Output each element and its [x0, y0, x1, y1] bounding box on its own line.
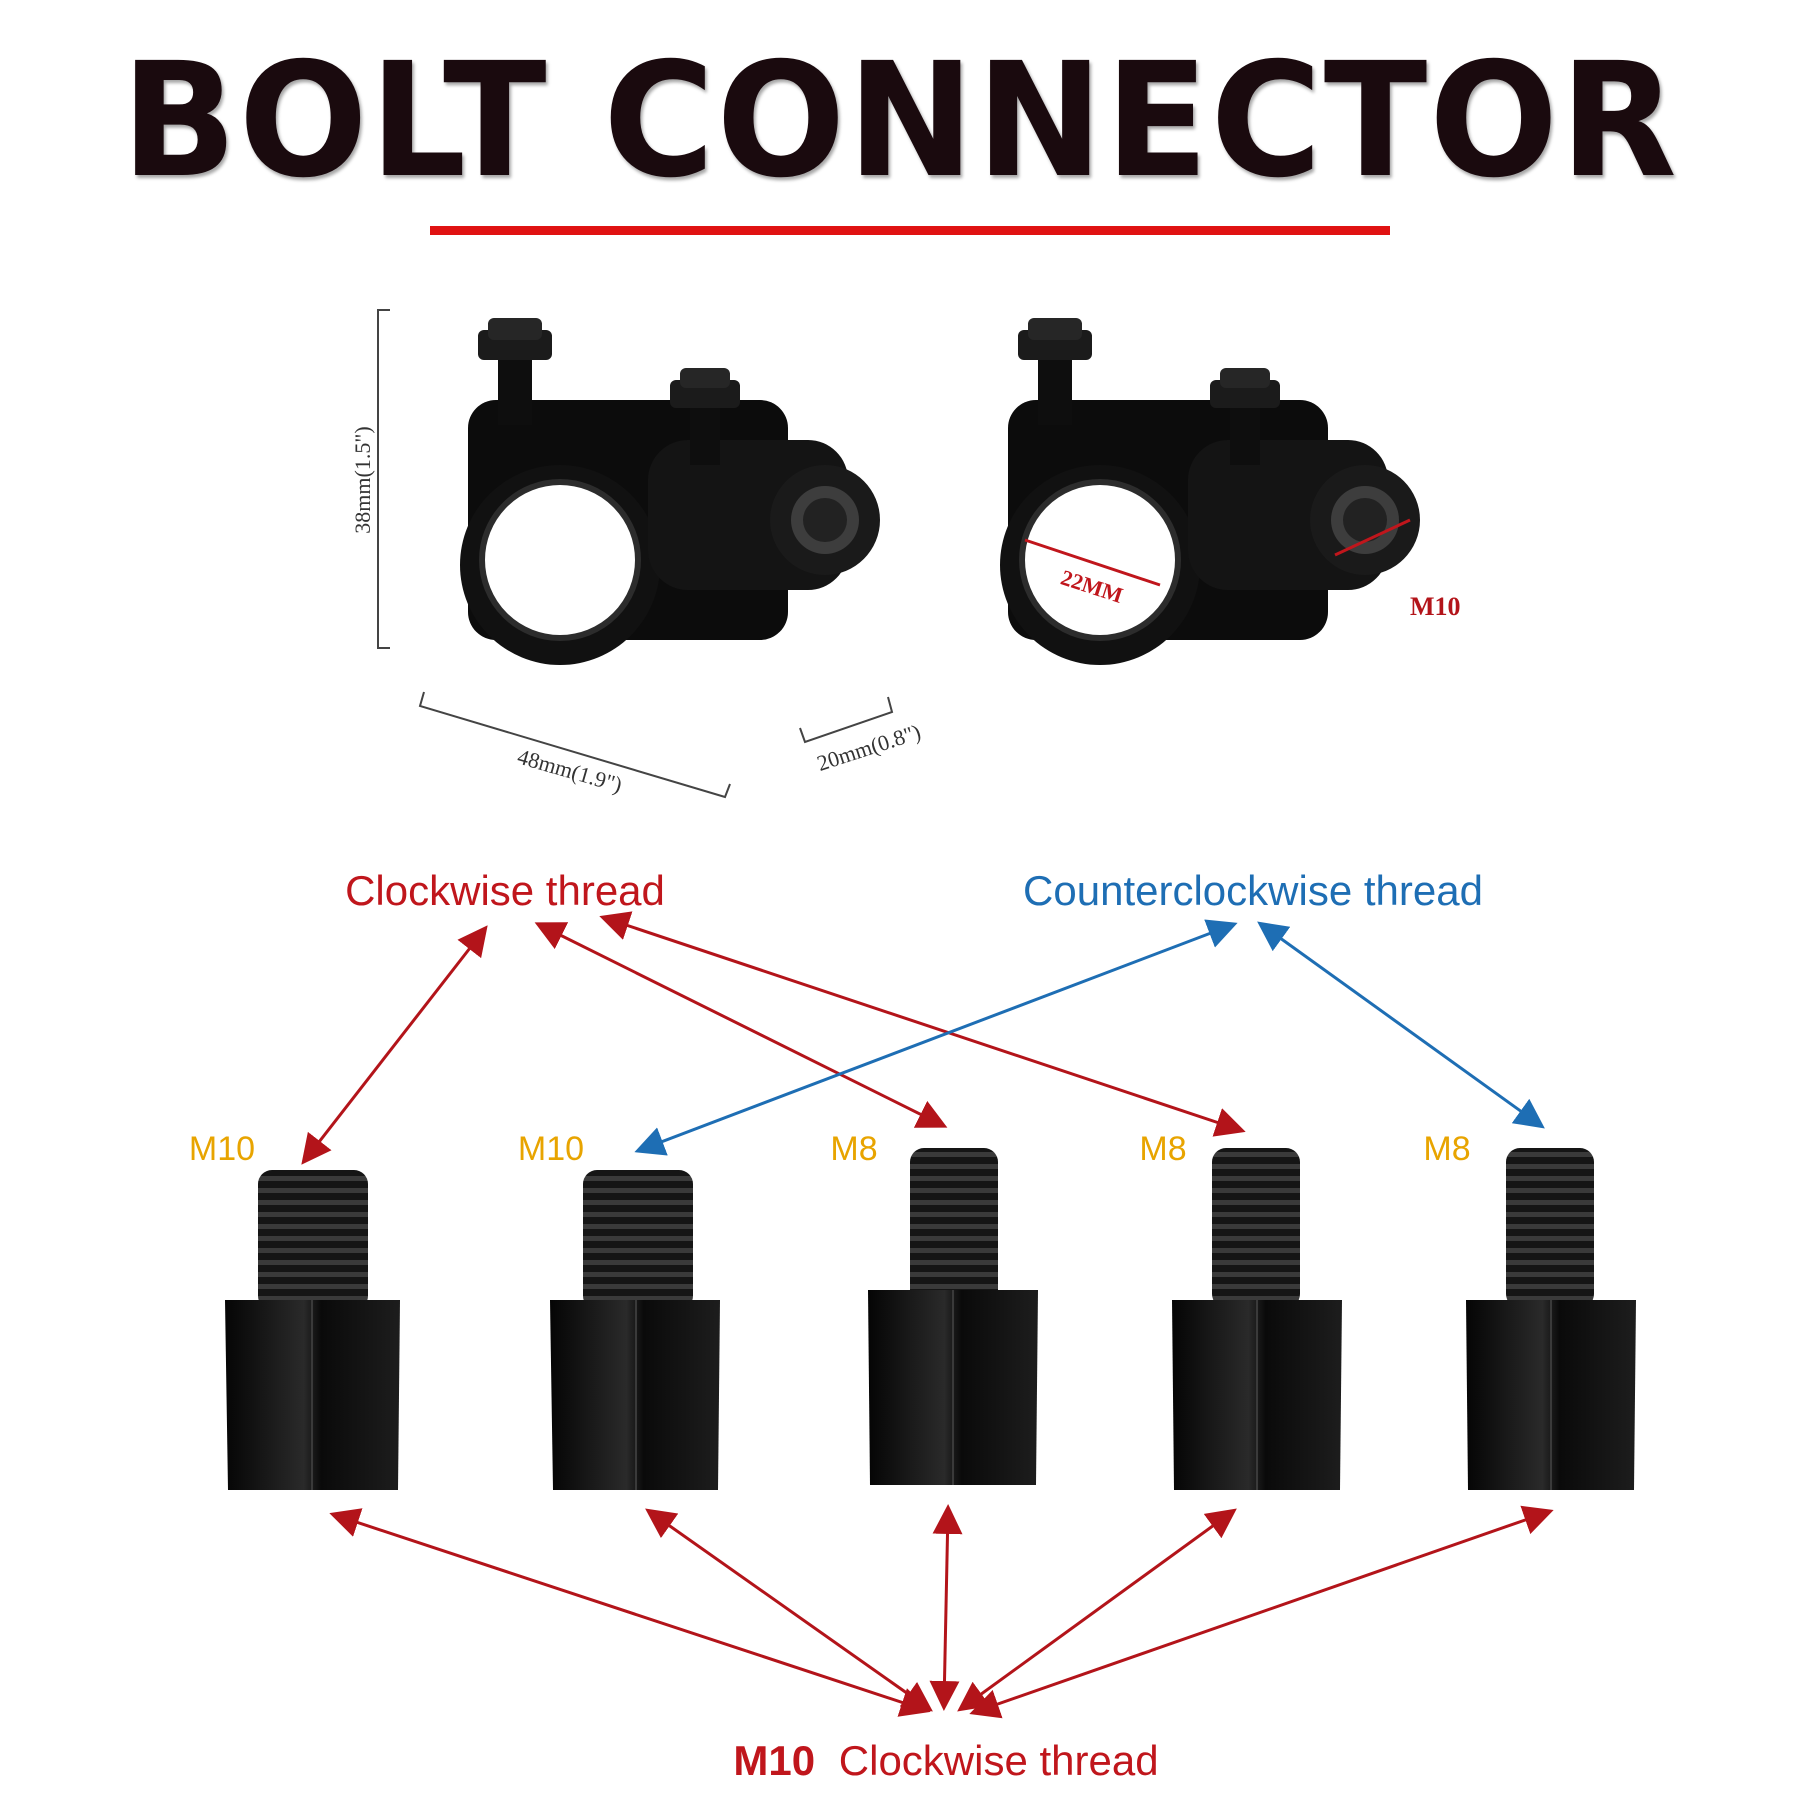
depth-label: 20mm(0.8")	[814, 719, 924, 776]
clockwise-arrows-bottom	[329, 1504, 1554, 1719]
dimension-depth: 20mm(0.8")	[799, 696, 924, 776]
clockwise-arrows-top	[301, 911, 1246, 1165]
counterclockwise-arrows	[634, 919, 1545, 1156]
adapter-1	[225, 1170, 400, 1490]
bore-dimension-line	[1024, 538, 1161, 587]
adapter-4	[1172, 1148, 1342, 1490]
bottom-thread-text: Clockwise thread	[839, 1737, 1159, 1784]
thread-dimension-line	[1334, 518, 1411, 557]
dimension-height: 38mm(1.5")	[350, 309, 390, 649]
adapter-5	[1466, 1148, 1636, 1490]
bottom-thread-size: M10	[733, 1737, 815, 1784]
adapter-2	[550, 1170, 720, 1490]
page-title: BOLT CONNECTOR	[121, 29, 1679, 213]
clamp-mount-left	[460, 318, 880, 665]
adapter-3	[868, 1148, 1038, 1485]
adapter-2-size: M10	[518, 1130, 584, 1168]
title-underline	[430, 226, 1390, 235]
adapter-1-size: M10	[189, 1130, 255, 1168]
height-label: 38mm(1.5")	[350, 426, 375, 533]
clockwise-thread-label: Clockwise thread	[345, 867, 665, 914]
counterclockwise-thread-label: Counterclockwise thread	[1023, 867, 1483, 914]
clamp-thread-label: M10	[1410, 592, 1461, 621]
bottom-thread-label: M10 Clockwise thread	[733, 1737, 1158, 1784]
adapter-5-size: M8	[1423, 1130, 1470, 1168]
dimension-width: 48mm(1.9")	[418, 691, 731, 799]
clamp-mount-right: 22MM M10	[1000, 318, 1461, 665]
adapter-4-size: M8	[1139, 1130, 1186, 1168]
adapter-3-size: M8	[830, 1130, 877, 1168]
